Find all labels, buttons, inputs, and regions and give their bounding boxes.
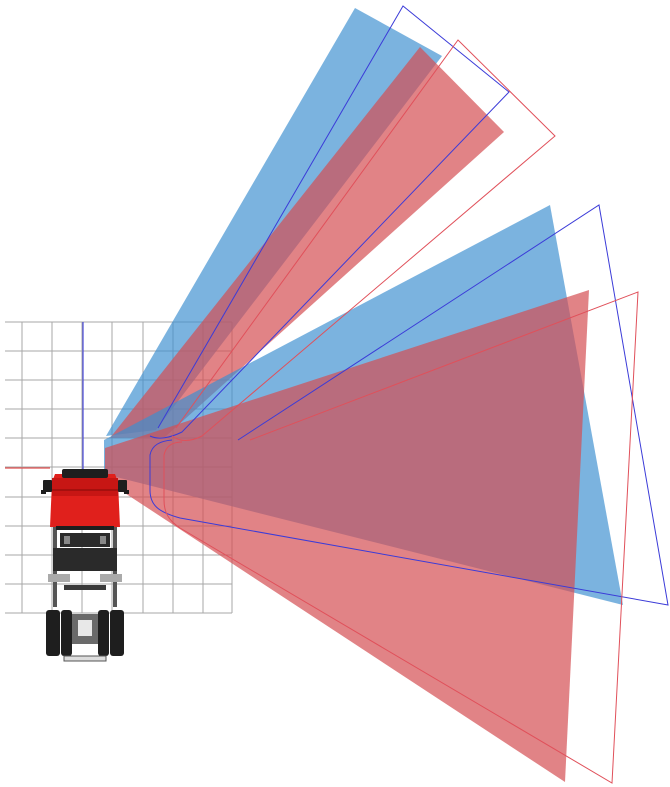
field-of-view-wedges [104,8,623,782]
main-blue-outline [149,204,669,606]
outline-boundaries [149,5,669,784]
right-mirror [118,480,129,494]
upper-blue-wedge [106,8,442,436]
cab [50,469,120,547]
rear-wheels [46,610,124,662]
main-red-wedge [105,290,589,782]
rear-chassis [48,527,122,607]
upper-red-outline [171,39,556,441]
truck [41,469,129,662]
upper-blue-outline [149,5,510,439]
left-mirror [41,480,52,494]
main-red-outline [163,291,639,784]
